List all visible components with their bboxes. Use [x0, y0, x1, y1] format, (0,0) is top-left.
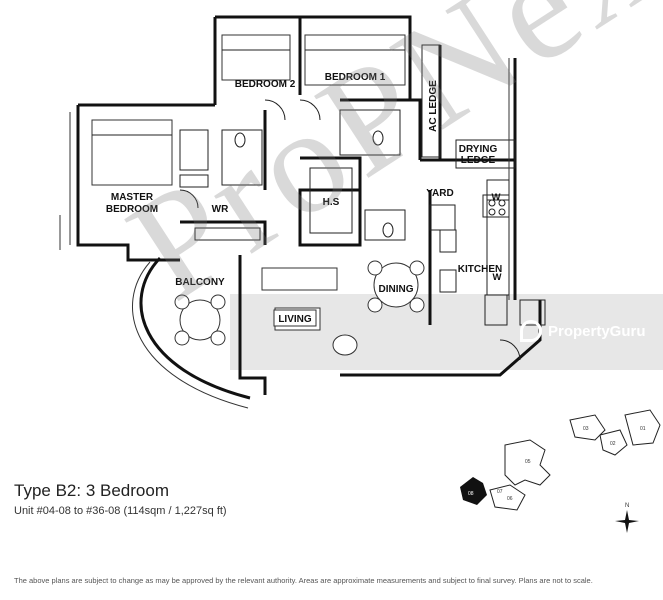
key-block-05 — [504, 439, 551, 486]
balcony-curve — [132, 256, 251, 409]
label-ac-ledge: AC LEDGE — [428, 80, 439, 132]
unit-range: Unit #04-08 to #36-08 (114sqm / 1,227sq … — [14, 505, 227, 517]
hs-store — [309, 167, 353, 234]
unit-type-title: Type B2: 3 Bedroom — [14, 481, 169, 500]
kitchen-fittings — [439, 179, 546, 326]
label-washer-kitchen: W — [493, 272, 502, 283]
property-guru-logo: PropertyGuru — [520, 320, 646, 342]
label-bedroom-2: BEDROOM 2 — [235, 79, 296, 90]
propertyguru-icon — [520, 320, 542, 342]
key-block-highlight — [460, 477, 487, 505]
key-label-05: 05 — [525, 459, 531, 465]
north-arrow-icon: N — [615, 503, 639, 533]
key-plan: 05 08 06 07 03 02 01 — [460, 409, 661, 511]
key-block-06 — [489, 484, 526, 511]
living-label-box — [273, 309, 317, 327]
label-bedroom-1: BEDROOM 1 — [325, 72, 386, 83]
label-yard: YARD — [426, 188, 453, 199]
key-label-06: 06 — [507, 496, 513, 502]
label-living: LIVING — [278, 314, 312, 325]
balcony-set — [174, 294, 226, 346]
key-label-08: 08 — [468, 491, 474, 497]
label-master-2: BEDROOM — [106, 204, 158, 215]
north-label: N — [625, 503, 629, 509]
label-drying-ledge-2: LEDGE — [461, 155, 496, 166]
label-kitchen: KITCHEN — [458, 264, 502, 275]
label-hs: H.S — [323, 197, 340, 208]
key-block-01 — [624, 409, 661, 446]
watermark-band — [230, 294, 663, 370]
key-label-03: 03 — [583, 426, 589, 432]
label-dining: DINING — [379, 284, 414, 295]
dining-set — [367, 260, 425, 313]
key-label-01: 01 — [640, 426, 646, 432]
floor-plan: BEDROOM 2 BEDROOM 1 AC LEDGE DRYING LEDG… — [59, 15, 546, 409]
key-block-02 — [599, 429, 628, 456]
key-label-02: 02 — [610, 441, 616, 447]
fittings — [179, 109, 456, 241]
disclaimer: The above plans are subject to change as… — [14, 576, 593, 585]
label-wr: WR — [212, 204, 229, 215]
label-master-1: MASTER — [111, 192, 154, 203]
label-balcony: BALCONY — [175, 277, 225, 288]
propertyguru-text: PropertyGuru — [548, 322, 646, 340]
door-swings — [179, 99, 521, 361]
beds — [91, 34, 406, 186]
key-label-07: 07 — [497, 489, 503, 495]
compass-star — [615, 510, 639, 533]
label-washer-dryer: W — [492, 192, 501, 203]
label-drying-ledge-1: DRYING — [459, 144, 498, 155]
